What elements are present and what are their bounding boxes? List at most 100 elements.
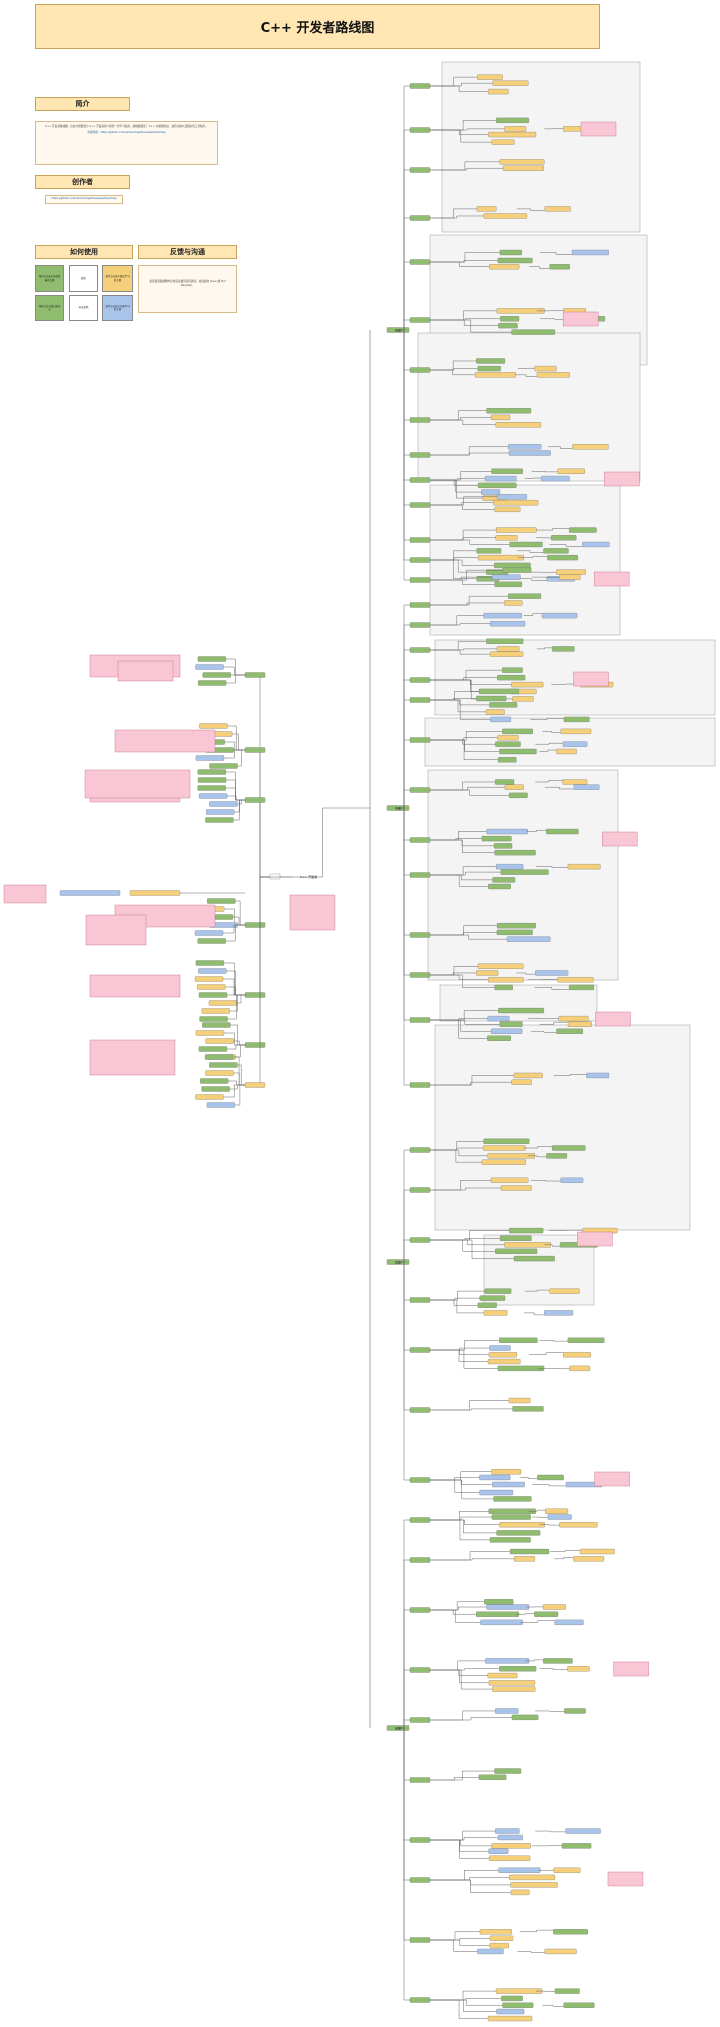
left-branch-node-4	[244, 992, 266, 998]
left-leaf-node	[207, 898, 236, 904]
leaf-connector	[430, 479, 483, 499]
branch-node-37	[409, 1667, 431, 1673]
leaf-connector	[430, 1710, 496, 1721]
branch-line-33	[398, 1261, 410, 1481]
leaf-node	[509, 541, 543, 548]
leaf-connector	[430, 85, 489, 92]
leaf-node	[479, 1929, 512, 1935]
leaf-node	[497, 257, 533, 264]
sub-leaf-node	[549, 1288, 580, 1294]
author-header: 创作者	[35, 175, 130, 189]
leaf-node	[485, 1658, 530, 1664]
sub-leaf-node	[560, 1177, 584, 1183]
left-leaf-connector	[237, 799, 245, 805]
leaf-connector	[430, 1606, 487, 1611]
leaf-connector	[430, 319, 512, 333]
leaf-node	[494, 506, 521, 512]
left-leaf-connector	[233, 1072, 245, 1086]
usage-tile-6-text: 蓝色节点表示可选学习的主题	[105, 304, 130, 311]
sub-leaf-node	[547, 554, 579, 561]
leaf-node	[510, 1889, 530, 1896]
note-box	[595, 1011, 631, 1027]
sub-leaf-connector	[528, 1509, 546, 1512]
leaf-node	[495, 422, 542, 428]
leaf-node	[483, 612, 522, 619]
sub-leaf-connector	[518, 556, 548, 558]
leaf-connector	[430, 1349, 488, 1362]
leaf-connector	[430, 739, 499, 760]
leaf-node	[500, 316, 520, 322]
leaf-node	[478, 1774, 507, 1780]
sub-leaf-node	[561, 1843, 592, 1849]
left-leaf-connector	[236, 994, 245, 1004]
left-leaf-node	[206, 1102, 235, 1108]
leaf-node	[487, 1358, 521, 1365]
author-link[interactable]: https://github.com/salmer/CppDeveloperRo…	[51, 197, 117, 200]
usage-tile-5-text: 补充说明	[78, 306, 89, 310]
note-box	[594, 1471, 630, 1487]
leaf-node	[479, 1295, 506, 1301]
leaf-node	[500, 1185, 532, 1191]
leaf-node	[489, 264, 520, 270]
branch-node-39	[409, 1777, 431, 1783]
leaf-node	[488, 883, 511, 890]
sub-leaf-node	[556, 569, 586, 575]
sub-leaf-node	[554, 1988, 580, 1994]
leaf-node	[486, 1604, 530, 1610]
branch-line-13	[398, 329, 410, 581]
leaf-connector	[430, 559, 477, 580]
left-leaf-node	[200, 1078, 229, 1084]
branch-node-42	[409, 1937, 431, 1943]
topic-group-panel	[417, 332, 641, 482]
sub-leaf-connector	[536, 528, 570, 531]
leaf-node	[489, 1942, 509, 1949]
branch-node-31	[409, 1347, 431, 1353]
leaf-node	[479, 1474, 511, 1481]
leaf-node	[490, 414, 511, 421]
feedback-heading: 反馈与沟通	[170, 248, 205, 256]
leaf-node	[501, 1995, 523, 2002]
leaf-connector	[430, 1669, 493, 1690]
leaf-node	[511, 1079, 532, 1085]
leaf-node	[491, 1843, 531, 1849]
sub-leaf-node	[569, 1365, 591, 1372]
leaf-node	[506, 936, 551, 942]
left-leaf-node	[199, 1016, 228, 1022]
left-leaf-node	[194, 930, 224, 936]
note-box	[89, 1039, 176, 1076]
leaf-node	[496, 1530, 541, 1536]
left-leaf-connector	[223, 1084, 245, 1098]
sub-leaf-connector	[535, 1830, 566, 1833]
leaf-node	[476, 548, 502, 554]
note-box	[562, 311, 599, 327]
intro-link[interactable]: 在线查看：https://github.com/salmer/CppDevelo…	[87, 131, 166, 134]
sub-leaf-connector	[525, 477, 542, 479]
leaf-connector	[430, 1400, 509, 1411]
sub-leaf-node	[560, 728, 592, 735]
leaf-connector	[430, 1479, 480, 1493]
leaf-node	[493, 500, 539, 506]
note-box	[613, 1661, 649, 1677]
topic-group-panel	[434, 1024, 691, 1231]
left-leaf-connector	[225, 787, 245, 801]
leaf-connector	[430, 261, 490, 267]
sub-leaf-connector	[520, 1620, 555, 1623]
leaf-node	[480, 1619, 523, 1626]
leaf-connector	[430, 1479, 493, 1485]
leaf-node	[508, 792, 528, 798]
leaf-node	[476, 358, 506, 364]
sub-leaf-node	[565, 1828, 601, 1834]
note-box	[577, 1231, 613, 1247]
leaf-connector	[430, 419, 496, 426]
branch-node-14	[409, 602, 431, 608]
usage-tile-4: 绿色节点为核心知识点	[35, 295, 64, 321]
left-leaf-node	[197, 984, 226, 990]
leaf-node	[502, 567, 532, 573]
leaf-connector	[430, 1938, 490, 1941]
leaf-node	[487, 1015, 510, 1022]
leaf-node	[488, 1352, 518, 1358]
intro-header: 简介	[35, 97, 130, 111]
branch-line-20	[398, 789, 410, 809]
left-branch-node-6	[244, 1082, 266, 1088]
leaf-node	[497, 1834, 523, 1841]
